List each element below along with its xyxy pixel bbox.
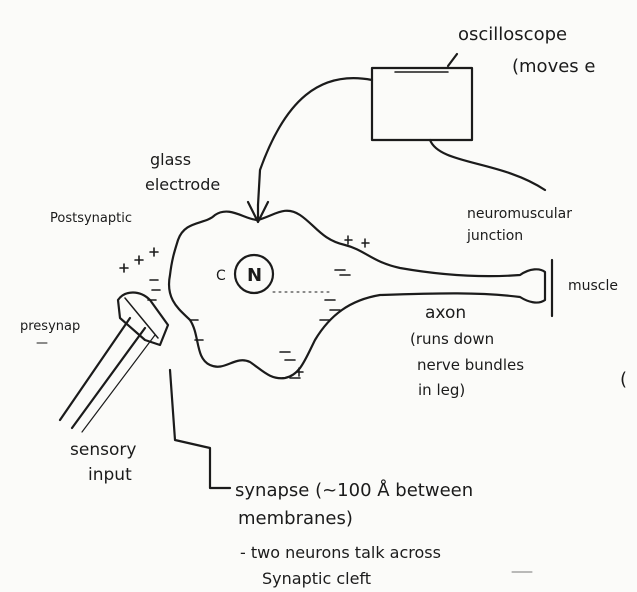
note-line-2: Synaptic cleft bbox=[262, 569, 371, 588]
axon-note-3: in leg) bbox=[418, 381, 465, 399]
neuromuscular-label: neuromuscular bbox=[467, 206, 572, 222]
muscle-label: muscle bbox=[568, 278, 618, 294]
oscilloscope-pointer bbox=[448, 54, 457, 66]
membranes-label: membranes) bbox=[238, 508, 353, 529]
axon-note-2: nerve bundles bbox=[417, 356, 524, 374]
note-line-1: - two neurons talk across bbox=[240, 543, 441, 562]
synapse-label: synapse (~100 Å between bbox=[235, 479, 473, 501]
oscilloscope-label: oscilloscope bbox=[458, 24, 567, 45]
margin-paren: ( bbox=[620, 369, 627, 390]
axon-note-1: (runs down bbox=[410, 330, 494, 348]
synapse-pointer bbox=[170, 370, 230, 488]
sensory-label: sensory bbox=[70, 440, 136, 460]
presynaptic-label: presynap bbox=[20, 319, 80, 334]
junction-label: junction bbox=[466, 228, 523, 244]
nucleus-label: N bbox=[247, 265, 262, 286]
c-label: C bbox=[216, 268, 226, 284]
electrode-label: electrode bbox=[145, 175, 220, 194]
input-label: input bbox=[88, 465, 132, 485]
postsynaptic-label: Postsynaptic bbox=[50, 211, 132, 226]
oscilloscope-cable bbox=[430, 140, 545, 190]
oscilloscope-note: (moves e bbox=[512, 56, 595, 77]
electrode-wire bbox=[258, 78, 372, 205]
oscilloscope-box bbox=[372, 68, 472, 140]
glass-label: glass bbox=[150, 150, 191, 169]
axon-label: axon bbox=[425, 303, 466, 323]
